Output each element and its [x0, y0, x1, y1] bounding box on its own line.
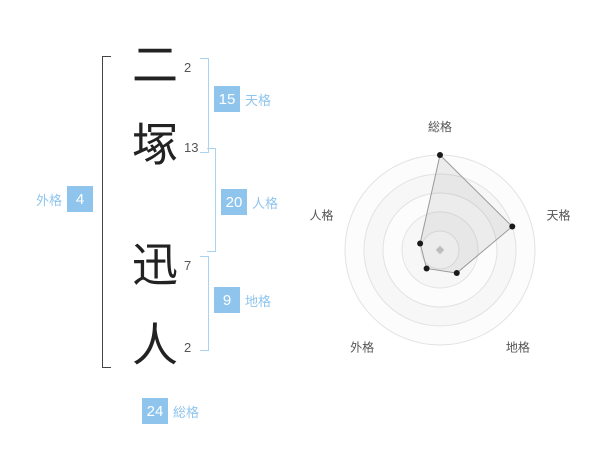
- jinkaku-label: 人格: [252, 195, 279, 211]
- gaikaku-bracket: [102, 56, 111, 368]
- jinkaku-value-badge: 20: [221, 189, 247, 215]
- chikaku-label: 地格: [245, 293, 272, 309]
- name-character-3: 迅: [132, 238, 178, 292]
- stroke-count-2: 13: [184, 140, 199, 155]
- jinkaku-group: 20 人格: [221, 189, 278, 215]
- radar-axis-label: 人格: [309, 207, 333, 222]
- radar-center-marker: [435, 245, 445, 255]
- radar-data-point: [509, 223, 516, 230]
- radar-data-point: [423, 265, 430, 272]
- radar-data-point: [417, 240, 424, 247]
- chikaku-bracket: [200, 256, 209, 351]
- soukaku-value-badge: 24: [142, 398, 168, 424]
- radar-data-point: [453, 270, 460, 277]
- radar-data-point: [437, 152, 443, 158]
- radar-axis-label: 総格: [428, 119, 452, 134]
- soukaku-label: 総格: [173, 404, 200, 420]
- stroke-count-1: 2: [184, 60, 192, 75]
- name-character-1: 二: [132, 38, 178, 92]
- jinkaku-bracket: [207, 148, 216, 252]
- soukaku-group: 24 総格: [142, 398, 199, 424]
- tenkaku-group: 15 天格: [214, 86, 271, 112]
- name-character-4: 人: [132, 318, 178, 372]
- stroke-count-4: 2: [184, 340, 192, 355]
- tenkaku-value-badge: 15: [214, 86, 240, 112]
- radar-axis-label: 外格: [350, 340, 374, 355]
- chikaku-group: 9 地格: [214, 287, 271, 313]
- name-character-2: 塚: [132, 118, 178, 172]
- gaikaku-value-badge: 4: [67, 186, 94, 212]
- gaikaku-group: 外格 4: [36, 186, 94, 212]
- chikaku-value-badge: 9: [214, 287, 240, 313]
- fortune-radar-chart: 総格天格地格 外格 人格: [290, 100, 590, 400]
- radar-axis-label: 地格: [506, 340, 530, 355]
- tenkaku-bracket: [200, 58, 209, 153]
- radar-axis-label: 天格: [547, 207, 571, 222]
- stroke-count-3: 7: [184, 258, 192, 273]
- gaikaku-label: 外格: [36, 192, 63, 208]
- tenkaku-label: 天格: [245, 92, 272, 108]
- radar-data-polygon: [419, 154, 514, 274]
